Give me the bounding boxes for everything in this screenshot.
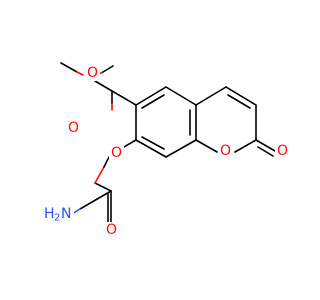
bond-ring-6 <box>135 86 167 106</box>
bond-o-carbamate-c <box>94 182 112 192</box>
ester-o-carbonyl-bg <box>66 119 81 135</box>
bond-ring-inner-2 <box>141 136 165 150</box>
carbamate-o-carbonyl-bg <box>104 222 119 238</box>
ring-o-bg <box>218 143 233 159</box>
ester-o-methyl-bg <box>85 65 100 81</box>
bond-lactone-co-2 <box>257 146 274 157</box>
bond-pyr-2b <box>227 94 251 109</box>
amine-h-label: H <box>44 206 55 222</box>
amine-n-label: N <box>61 206 71 222</box>
bond-o-ester-c <box>102 65 114 73</box>
bond-pyr-2 <box>225 86 257 106</box>
ester-o-carbonyl-label: O <box>68 120 79 136</box>
lactone-o-carbonyl-label: O <box>277 143 288 159</box>
bond-carbamate-o-link <box>103 156 110 168</box>
structure-diagram: O O O O O O H 2 N <box>42 62 290 238</box>
bond-ring-5 <box>165 86 197 106</box>
bond-ring-3 <box>165 139 197 158</box>
bond-carbamate-cn <box>79 190 112 210</box>
amine-h-subscript: 2 <box>54 213 60 224</box>
bond-ring-2 <box>135 139 167 158</box>
bond-pyr-4 <box>234 139 257 153</box>
ring-o-label: O <box>220 143 231 159</box>
bond-ester-o-c <box>94 80 113 92</box>
carbamate-o-ether-label: O <box>111 145 122 161</box>
bond-methyl-o <box>60 62 78 73</box>
bond-methyl-o-red <box>76 71 84 76</box>
ester-o-methyl-label: O <box>87 65 98 81</box>
lactone-o-carbonyl-bg <box>275 143 290 159</box>
carbamate-o-ether-bg <box>109 145 124 161</box>
bond-lactone-co-1 <box>255 139 276 152</box>
bond-o-carbamate-c-red <box>94 166 105 184</box>
amine-bg <box>42 205 74 223</box>
bond-pyr-1 <box>195 86 227 106</box>
bond-pyr-5 <box>195 139 218 153</box>
bond-ring-inner-1 <box>141 94 165 109</box>
bond-c-ring <box>111 90 137 106</box>
carbamate-o-carbonyl-label: O <box>106 222 117 238</box>
